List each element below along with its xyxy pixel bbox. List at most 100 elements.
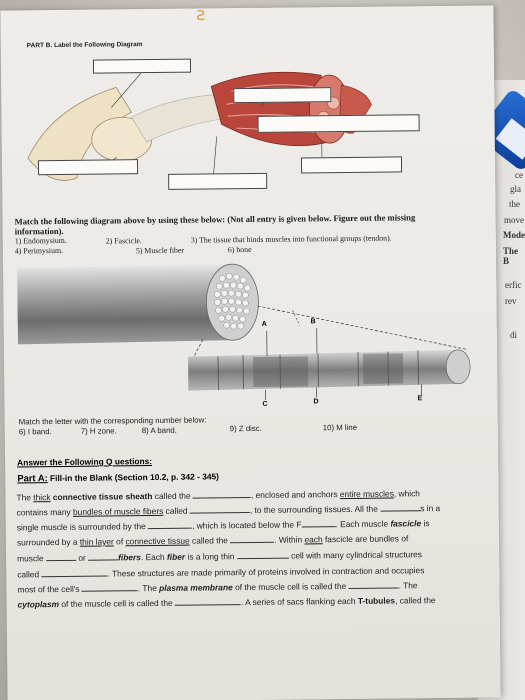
text: fascicle	[390, 518, 422, 529]
term-4: 4) Perimysium.	[14, 245, 64, 256]
text: called	[17, 569, 42, 580]
text: . Each muscle	[335, 518, 391, 530]
text: connective tissue	[125, 535, 190, 547]
blank-field[interactable]	[348, 579, 399, 589]
text: of the muscle cell is called the	[232, 580, 349, 593]
bg-word: di	[510, 330, 518, 340]
worksheet-page: PART B. Label the Following Diagram	[0, 5, 501, 700]
bg-word: Mode	[503, 230, 525, 240]
blank-field[interactable]	[148, 519, 193, 530]
match-letter-prompt: Match the letter with the corresponding …	[18, 415, 207, 427]
text: called	[163, 505, 190, 516]
letter-e: E	[417, 395, 423, 403]
text: or	[75, 552, 89, 563]
bg-word: erfic	[505, 280, 522, 290]
text: called the	[189, 535, 231, 546]
term-1: 1) Endomysium.	[14, 235, 67, 246]
label-box-1[interactable]	[92, 58, 192, 74]
paragraph-line-4: surrounded by a thin layer of connective…	[17, 532, 408, 547]
text: fiber	[166, 551, 186, 562]
label-box-6[interactable]	[300, 156, 403, 174]
label-box-4[interactable]	[37, 159, 139, 176]
blank-field[interactable]	[174, 596, 241, 606]
text: plasma membrane	[159, 582, 233, 593]
paragraph-line-5: muscle or fibers. Each fiber is a long t…	[17, 548, 422, 563]
option-6: 6) I band.	[18, 427, 52, 437]
blank-field[interactable]	[301, 518, 336, 528]
text: , to the surrounding tissues. All the	[249, 503, 381, 516]
pencil-scribble-icon: ƨ	[196, 4, 206, 25]
text: fibers	[118, 552, 141, 563]
text: bundles of muscle fibers	[72, 505, 164, 517]
myofibril-diagram	[17, 263, 471, 400]
text: . Each	[140, 551, 168, 563]
blank-field[interactable]	[81, 582, 138, 592]
text: most of the cell's	[17, 583, 82, 595]
blank-field[interactable]	[380, 502, 421, 512]
muscle-fiber-body	[17, 264, 233, 345]
paragraph-line-7: most of the cell's . The plasma membrane…	[17, 579, 418, 595]
term-6: 6) bone	[227, 244, 252, 255]
text: is	[421, 518, 430, 529]
text: contains many	[16, 506, 74, 518]
paragraph-line-2: contains many bundles of muscle fibers c…	[17, 502, 441, 517]
blank-field[interactable]	[45, 551, 77, 562]
part-a-label: Part A:	[17, 472, 48, 484]
text: single muscle is surrounded by the	[16, 521, 149, 533]
letter-b: B	[310, 318, 316, 326]
label-box-5[interactable]	[168, 172, 268, 190]
text: , which is located below the F	[192, 519, 302, 531]
paragraph-line-6: called . These structures are made prima…	[17, 564, 424, 579]
blank-field[interactable]	[88, 551, 119, 561]
text: thin layer	[79, 536, 114, 547]
letter-c: C	[262, 400, 268, 408]
part-a-heading: Part A: Fill-in the Blank (Section 10.2,…	[17, 470, 219, 483]
term-3: 3) The tissue that binds muscles into fu…	[190, 233, 392, 245]
text: fascicle are bundles of	[322, 533, 409, 545]
text: , enclosed and anchors	[250, 489, 340, 501]
tendon-shape	[131, 93, 227, 143]
text: thick	[33, 492, 51, 503]
text: surrounded by a	[16, 536, 80, 548]
text: cytoplasm	[17, 599, 60, 610]
bg-word: move	[504, 215, 524, 225]
term-5: 5) Muscle fiber	[135, 245, 185, 256]
text: . Within	[274, 534, 305, 545]
bg-word: gla	[510, 184, 521, 194]
text: T-tubules	[357, 595, 396, 606]
blank-field[interactable]	[189, 504, 250, 514]
text: muscle	[17, 553, 47, 564]
blank-field[interactable]	[236, 549, 289, 560]
part-a-rest: Fill-in the Blank (Section 10.2, p. 342 …	[47, 471, 220, 484]
option-7: 7) H zone.	[80, 426, 117, 436]
paragraph-line-1: The thick connective tissue sheath calle…	[16, 487, 420, 502]
bg-word: the	[509, 199, 520, 209]
term-2: 2) Fascicle.	[105, 236, 142, 246]
option-9: 9) Z disc.	[229, 423, 262, 434]
blank-field[interactable]	[192, 489, 251, 499]
myofibril-body	[188, 349, 459, 391]
blank-field[interactable]	[41, 567, 108, 578]
text: The	[16, 492, 34, 503]
bg-word: rev	[505, 296, 517, 306]
bg-word: The B	[503, 246, 519, 266]
option-8: 8) A band.	[141, 425, 177, 436]
myofibril-end	[445, 349, 471, 385]
text: . A series of sacs flanking each	[240, 595, 358, 608]
text: of the muscle cell is called the	[58, 597, 176, 610]
text: . The	[137, 582, 160, 594]
text: entire muscles	[339, 488, 394, 500]
text: of	[113, 536, 126, 547]
letter-d: D	[313, 398, 319, 406]
paragraph-line-8: cytoplasm of the muscle cell is called t…	[18, 594, 436, 609]
blank-field[interactable]	[230, 533, 275, 544]
letter-a: A	[261, 320, 267, 328]
text: , called the	[394, 595, 436, 606]
text: called the	[152, 490, 193, 502]
bg-word: ce	[515, 170, 523, 180]
label-box-2[interactable]	[233, 87, 332, 104]
label-box-3[interactable]	[257, 114, 420, 133]
paragraph-line-3: single muscle is surrounded by the , whi…	[17, 517, 430, 532]
text: cell with many cylindrical structures	[288, 549, 422, 561]
